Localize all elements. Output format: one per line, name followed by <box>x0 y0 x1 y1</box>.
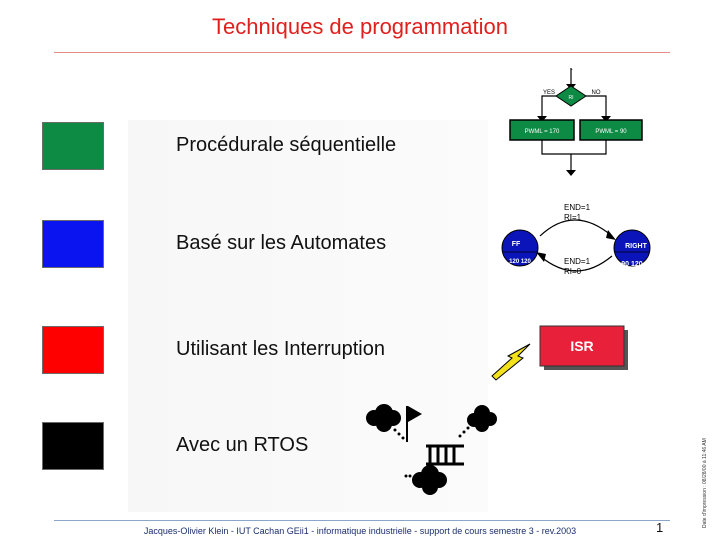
state-right-values: 90 120 <box>621 261 643 268</box>
yes-label: YES <box>543 90 555 96</box>
swatch-rtos <box>42 422 104 470</box>
dots-icon <box>393 426 470 478</box>
arrowhead <box>536 252 546 262</box>
cloud-icon <box>366 404 401 432</box>
left-process-box <box>509 119 575 141</box>
state-left-name: FF <box>512 241 521 248</box>
right-process-label: PWML = 90 <box>595 129 627 135</box>
swatch-automata <box>42 220 104 268</box>
lightning-icon <box>491 343 531 381</box>
decision-label: RI <box>569 95 574 101</box>
item-label-automata: Basé sur les Automates <box>176 232 387 254</box>
swatch-interrupt <box>42 326 104 374</box>
transition-top <box>539 219 613 237</box>
flowchart-arrows <box>541 68 607 172</box>
footer-divider <box>54 520 670 521</box>
bottom-transition-label-1: END=1 <box>564 257 591 266</box>
item-label-interrupt: Utilisant les Interruption <box>176 338 385 360</box>
top-transition-label-2: RI=1 <box>564 213 582 222</box>
isr-diagram: ISR <box>491 325 628 381</box>
rtos-diagram <box>366 404 497 495</box>
decision-diamond <box>555 85 587 107</box>
cloud-icon <box>412 465 447 495</box>
state-right <box>613 229 651 267</box>
arrowhead <box>606 230 616 240</box>
isr-label: ISR <box>570 338 593 354</box>
item-label-rtos: Avec un RTOS <box>176 434 309 456</box>
bottom-transition-label-2: RI=0 <box>564 267 582 276</box>
arrowheads <box>537 84 611 176</box>
title-divider <box>54 52 670 53</box>
state-left <box>501 229 539 267</box>
footer-text: Jacques-Olivier Klein - IUT Cachan GEii1… <box>143 526 577 536</box>
top-transition-label-1: END=1 <box>564 203 591 212</box>
flowchart-diagram: . RI YES NO PWML = 170 PWML = 90 <box>509 65 643 176</box>
page-title: Techniques de programmation <box>212 14 508 39</box>
print-date-note: Date d'impression : 08/28/00 à 11:46 AM <box>702 438 708 528</box>
page-number: 1 <box>656 520 664 535</box>
right-process-box <box>579 119 643 141</box>
state-machine-diagram: END=1 RI=1 END=1 RI=0 FF 120 120 RIGHT 9… <box>501 203 651 276</box>
state-right-name: RIGHT <box>625 243 648 250</box>
cloud-icon <box>467 405 497 432</box>
swatch-procedural <box>42 122 104 170</box>
isr-box <box>539 325 625 367</box>
item-label-procedural: Procédurale séquentielle <box>176 134 397 156</box>
transition-bottom <box>539 255 613 272</box>
no-label: NO <box>592 90 601 96</box>
state-left-values: 120 120 <box>509 259 531 265</box>
left-process-label: PWML = 170 <box>525 129 560 135</box>
mailbox-icon <box>426 444 464 466</box>
flag-icon <box>406 406 422 442</box>
flowchart-entry-mark: . <box>571 65 573 72</box>
